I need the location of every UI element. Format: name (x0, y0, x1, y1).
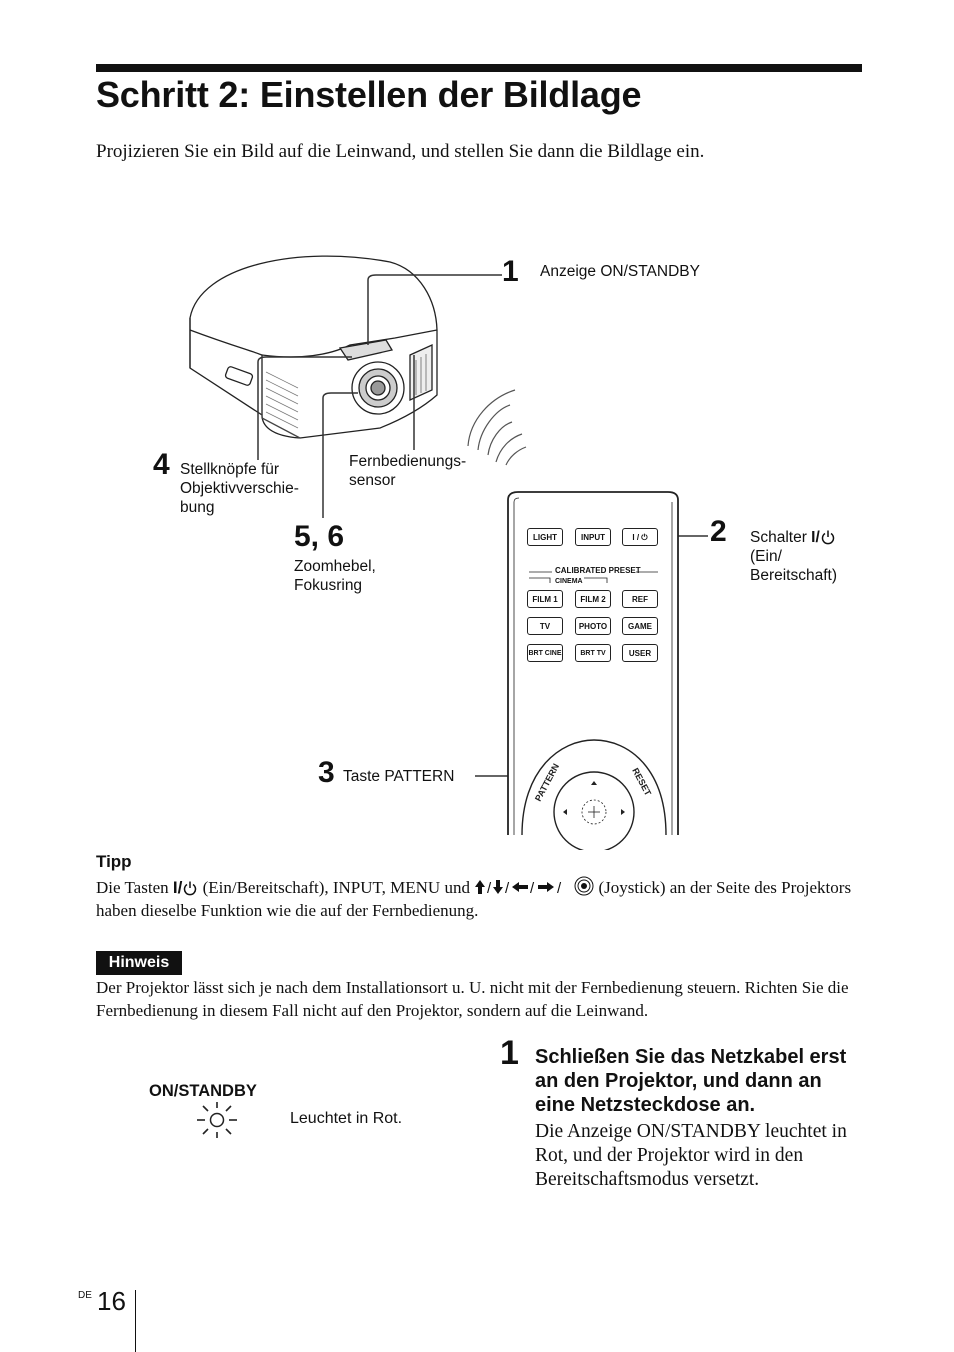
projector-drawing (189, 255, 438, 439)
callout-2-label: Schalter I/ (Ein/ Bereitschaft) (750, 529, 838, 584)
signal-waves-icon (467, 389, 527, 466)
step-heading: Schließen Sie das Netzkabel erst an den … (535, 1046, 847, 1116)
remote-power-button[interactable]: I / ⏻ (622, 528, 658, 546)
page-number-rule (135, 1290, 136, 1352)
remote-film2-button[interactable]: FILM 2 (575, 590, 611, 608)
cinema-group-label: CINEMA (555, 578, 583, 585)
svg-text:/: / (530, 880, 535, 896)
remote-brttv-button[interactable]: BRT TV (575, 644, 611, 662)
callout-1-label: Anzeige ON/STANDBY (540, 263, 700, 280)
callout-3-number: 3 (318, 756, 335, 789)
svg-text:/: / (487, 880, 492, 896)
step-body: Die Anzeige ON/STANDBY leuchtet in Rot, … (535, 1121, 847, 1190)
tip-text: Die Tasten I/ (Ein/Bereitschaft), INPUT,… (96, 876, 852, 920)
note-text: Der Projektor lässt sich je nach dem Ins… (96, 978, 849, 1020)
callout-3-label: Taste PATTERN (343, 768, 455, 785)
power-icon (821, 530, 835, 545)
on-standby-label: ON/STANDBY (149, 1082, 257, 1100)
remote-light-button[interactable]: LIGHT (527, 528, 563, 546)
leader-line-4 (257, 356, 352, 460)
remote-tv-button[interactable]: TV (527, 617, 563, 635)
note-badge: Hinweis (96, 951, 182, 975)
remote-brtcine-button[interactable]: BRT CINE (527, 644, 563, 662)
callout-2-number: 2 (710, 515, 727, 548)
remote-control-drawing: PATTERN RESET (507, 491, 679, 850)
title-rule (96, 64, 862, 72)
joystick-icon (574, 876, 594, 896)
remote-user-button[interactable]: USER (622, 644, 658, 662)
projector-remote-illustration: PATTERN RESET (189, 255, 708, 850)
callout-4-number: 4 (153, 448, 170, 481)
remote-photo-button[interactable]: PHOTO (575, 617, 611, 635)
tip-title: Tipp (96, 852, 132, 871)
page-language: DE (78, 1290, 92, 1301)
power-icon (184, 881, 197, 896)
callout-4-label: Stellknöpfe für Objektivverschie- bung (180, 461, 299, 516)
callout-56-number: 5, 6 (294, 520, 345, 553)
intro-text: Projizieren Sie ein Bild auf die Leinwan… (96, 141, 705, 162)
page-number: 16 (97, 1286, 126, 1316)
arrow-keys-icon: / / / / (475, 880, 562, 896)
indicator-state-label: Leuchtet in Rot. (290, 1110, 403, 1127)
remote-input-button[interactable]: INPUT (575, 528, 611, 546)
callout-1-number: 1 (502, 255, 519, 288)
remote-film1-button[interactable]: FILM 1 (527, 590, 563, 608)
svg-text:/: / (505, 880, 510, 896)
remote-ref-button[interactable]: REF (622, 590, 658, 608)
page-title: Schritt 2: Einstellen der Bildlage (96, 74, 642, 115)
step-number: 1 (500, 1034, 519, 1072)
indicator-lit-icon (197, 1102, 237, 1138)
remote-game-button[interactable]: GAME (622, 617, 658, 635)
callout-56-label: Zoomhebel, Fokusring (294, 558, 376, 594)
leader-line-56 (322, 392, 358, 518)
calibrated-preset-label: CALIBRATED PRESET (555, 566, 641, 575)
leader-line-1 (367, 274, 502, 345)
svg-text:/: / (557, 880, 562, 896)
sensor-label: Fernbedienungs- sensor (349, 453, 467, 489)
